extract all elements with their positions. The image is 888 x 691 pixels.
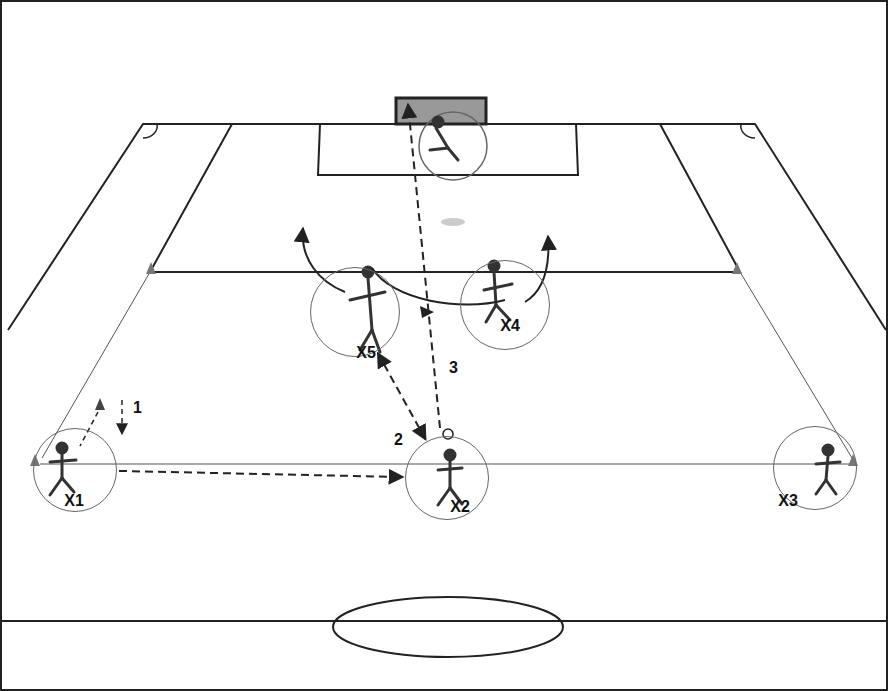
callout-number: 2 xyxy=(393,432,404,448)
callout-number: 1 xyxy=(132,400,143,416)
player-label: X2 xyxy=(450,499,470,515)
pass-arrow xyxy=(119,471,403,477)
player-circle: X2 xyxy=(405,436,489,520)
callout-number: 3 xyxy=(448,360,459,376)
pass-arrow xyxy=(378,353,426,439)
player-circle: X1 xyxy=(33,428,117,512)
player-circle: X3 xyxy=(773,426,857,510)
player-label: X4 xyxy=(500,318,520,334)
player-label: X3 xyxy=(778,493,798,509)
player-label: X1 xyxy=(64,493,84,509)
player-circle: X4 xyxy=(460,260,550,350)
player-label: X5 xyxy=(356,345,376,361)
player-circle: X5 xyxy=(310,267,400,357)
